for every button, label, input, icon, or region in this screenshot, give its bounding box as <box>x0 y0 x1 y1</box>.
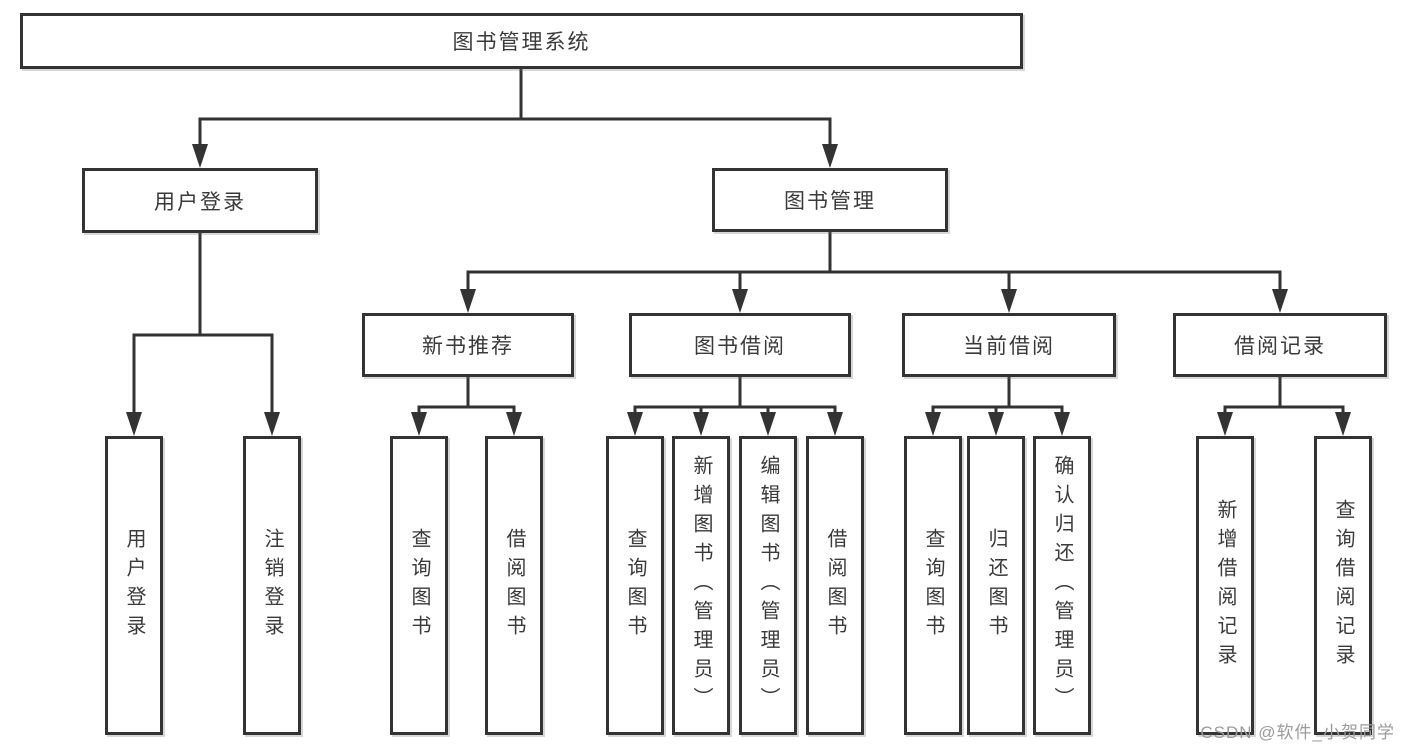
arrowhead-icon <box>1335 412 1351 436</box>
arrowhead-icon <box>760 412 776 436</box>
leaf-rec-borrow-books: 借阅图书 <box>485 436 543 735</box>
node-label: 用户登录 <box>154 190 246 214</box>
node-user-login: 用户登录 <box>82 168 318 233</box>
leaf-logout: 注销登录 <box>243 436 301 735</box>
arrowhead-icon <box>822 144 838 168</box>
node-label: 图书管理系统 <box>452 31 591 54</box>
arrowhead-icon <box>827 412 843 436</box>
node-label: 借阅图书 <box>824 527 846 644</box>
node-label: 用户登录 <box>123 527 145 644</box>
arrowhead-icon <box>264 412 280 436</box>
leaf-br-query-record: 查询借阅记录 <box>1314 436 1372 735</box>
arrowhead-icon <box>506 412 522 436</box>
arrowhead-icon <box>1272 289 1288 313</box>
arrowhead-icon <box>1054 412 1070 436</box>
arrowhead-icon <box>460 289 476 313</box>
leaf-cb-return-books: 归还图书 <box>967 436 1025 735</box>
node-new-book-recommendation: 新书推荐 <box>362 313 574 377</box>
node-label: 当前借阅 <box>963 335 1055 358</box>
node-current-borrowing: 当前借阅 <box>902 313 1116 377</box>
node-label: 查询图书 <box>624 527 646 644</box>
node-borrowing-records: 借阅记录 <box>1173 313 1387 377</box>
node-label: 归还图书 <box>985 527 1007 644</box>
csdn-watermark: CSDN @软件_小贺同学 <box>1200 723 1395 742</box>
node-label: 新增图书（管理员） <box>690 455 712 716</box>
leaf-bb-add-books-admin: 新增图书（管理员） <box>672 436 730 735</box>
node-label: 查询图书 <box>922 527 944 644</box>
node-book-borrowing: 图书借阅 <box>629 313 851 377</box>
arrowhead-icon <box>732 289 748 313</box>
arrowhead-icon <box>126 412 142 436</box>
node-label: 借阅图书 <box>503 527 525 644</box>
arrowhead-icon <box>693 412 709 436</box>
node-label: 图书借阅 <box>694 335 786 358</box>
leaf-cb-confirm-return-admin: 确认归还（管理员） <box>1033 436 1091 735</box>
node-label: 查询图书 <box>408 527 430 644</box>
leaf-bb-query-books: 查询图书 <box>606 436 664 735</box>
leaf-cb-query-books: 查询图书 <box>904 436 962 735</box>
arrowhead-icon <box>925 412 941 436</box>
arrowhead-icon <box>1001 289 1017 313</box>
node-label: 新增借阅记录 <box>1214 498 1236 673</box>
arrowhead-icon <box>1217 412 1233 436</box>
leaf-br-add-record: 新增借阅记录 <box>1196 436 1254 735</box>
arrowheads <box>126 144 1351 436</box>
arrowhead-icon <box>411 412 427 436</box>
arrowhead-icon <box>627 412 643 436</box>
arrowhead-icon <box>988 412 1004 436</box>
node-label: 借阅记录 <box>1234 335 1326 358</box>
node-label: 查询借阅记录 <box>1332 498 1354 673</box>
node-label: 注销登录 <box>261 527 283 644</box>
node-label: 新书推荐 <box>422 335 514 358</box>
node-label: 图书管理 <box>784 190 876 213</box>
arrowhead-icon <box>192 144 208 168</box>
node-label: 确认归还（管理员） <box>1051 455 1073 716</box>
node-label: 编辑图书（管理员） <box>757 455 779 716</box>
leaf-bb-edit-books-admin: 编辑图书（管理员） <box>739 436 797 735</box>
leaf-user-login: 用户登录 <box>105 436 163 735</box>
leaf-rec-query-books: 查询图书 <box>390 436 448 735</box>
node-library-management-system: 图书管理系统 <box>20 13 1023 69</box>
node-book-management: 图书管理 <box>712 168 948 232</box>
leaf-bb-borrow-books: 借阅图书 <box>806 436 864 735</box>
